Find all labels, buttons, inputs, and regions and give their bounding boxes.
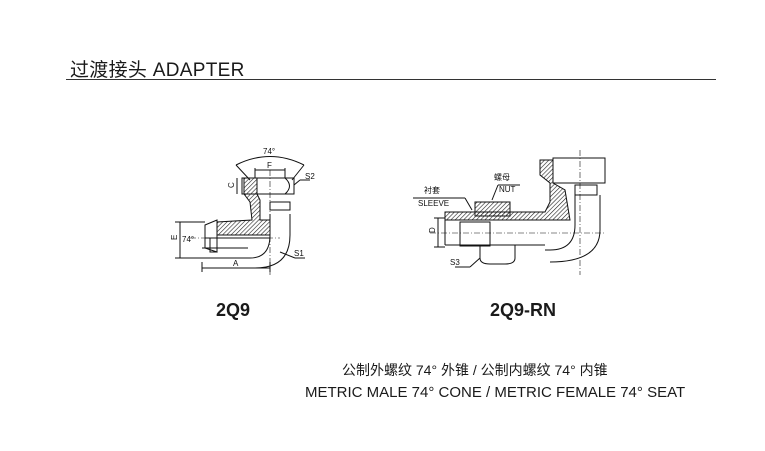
s2-label: S2	[305, 172, 315, 181]
angle-left-label: 74°	[182, 235, 194, 244]
description-chinese: 公制外螺纹 74° 外锥 / 公制内螺纹 74° 内锥	[342, 362, 608, 378]
sleeve-cn-label: 衬套	[424, 185, 440, 195]
description-english: METRIC MALE 74° CONE / METRIC FEMALE 74°…	[305, 384, 686, 401]
nut-cn-label: 螺母	[494, 172, 510, 182]
model-2q9-label: 2Q9	[216, 300, 251, 320]
page-title: 过渡接头 ADAPTER	[70, 60, 245, 81]
nut-label: NUT	[499, 185, 516, 194]
s1-label: S1	[294, 249, 304, 258]
s3-label: S3	[450, 258, 460, 267]
title-divider	[66, 79, 716, 80]
e-label: E	[170, 235, 179, 240]
angle-top-label: 74°	[263, 147, 275, 156]
drawing-2q9-rn: 螺母 NUT 衬套 SLEEVE D S3	[413, 150, 606, 275]
drawing-2q9: 74° F C S2 E 74° A S1	[170, 147, 315, 275]
d-label: D	[428, 227, 437, 233]
sleeve-label: SLEEVE	[418, 199, 449, 208]
c-label: C	[227, 182, 236, 188]
a-label: A	[233, 259, 239, 268]
f-label: F	[267, 161, 272, 170]
model-2q9-rn-label: 2Q9-RN	[490, 300, 557, 320]
